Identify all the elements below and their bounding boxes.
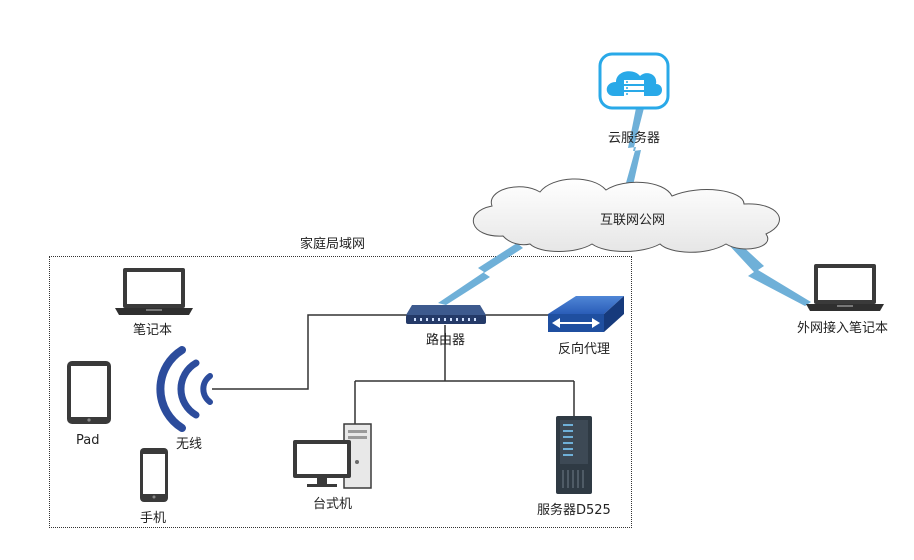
label-lan: 家庭局域网 <box>300 236 365 252</box>
wireless-links <box>438 108 811 306</box>
wifi-icon <box>156 346 213 432</box>
lightning-cloudserver-internet <box>624 108 644 190</box>
label-pad: Pad <box>76 433 99 448</box>
label-laptop: 笔记本 <box>133 322 172 338</box>
laptop-icon <box>115 268 193 315</box>
lightning-internet-router <box>438 243 523 305</box>
reverse-proxy-icon <box>548 296 624 332</box>
wired-links <box>212 314 575 426</box>
link-wifi-router <box>212 314 408 390</box>
phone-icon <box>140 448 168 502</box>
label-reverse-proxy: 反向代理 <box>558 341 610 357</box>
label-internet: 互联网公网 <box>600 213 665 228</box>
label-cloud-server: 云服务器 <box>608 130 660 146</box>
desktop-icon <box>293 423 372 489</box>
server-icon <box>556 416 592 494</box>
label-desktop: 台式机 <box>313 497 352 512</box>
router-icon <box>406 305 486 324</box>
diagram-labels: 家庭局域网 云服务器 互联网公网 外网接入笔记本 笔记本 路由器 反向代理 Pa… <box>76 130 888 526</box>
label-server: 服务器D525 <box>537 502 611 518</box>
lightning-internet-external <box>728 242 811 306</box>
label-router: 路由器 <box>426 332 465 348</box>
lan-boundary <box>49 256 632 528</box>
label-phone: 手机 <box>140 511 166 526</box>
label-wireless: 无线 <box>176 437 202 452</box>
internet-cloud-icon <box>472 178 780 253</box>
label-external-laptop: 外网接入笔记本 <box>797 320 888 336</box>
external-laptop-icon <box>806 264 884 311</box>
tablet-icon <box>67 361 111 424</box>
cloud-server-icon <box>598 52 670 110</box>
